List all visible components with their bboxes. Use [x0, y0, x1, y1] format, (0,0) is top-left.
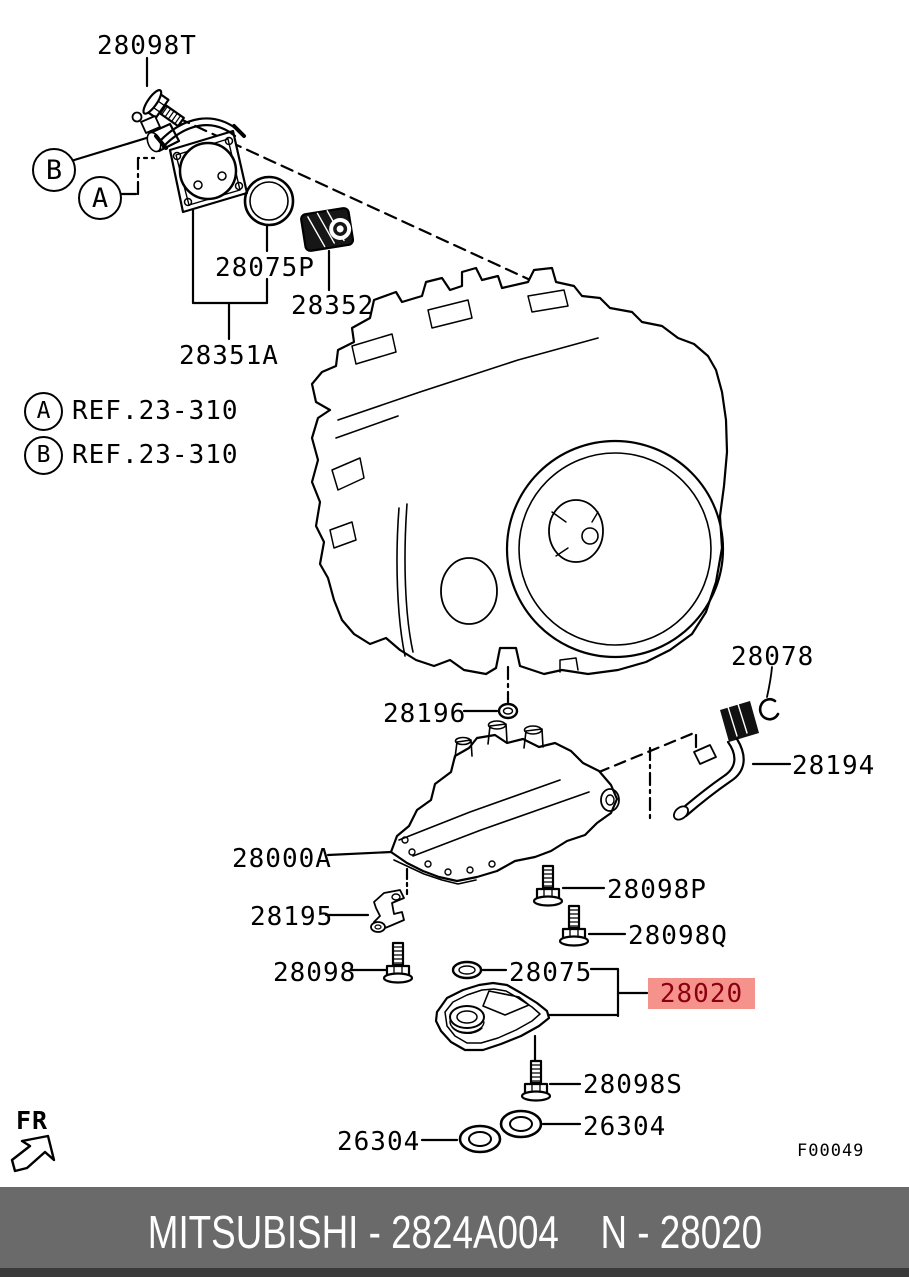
bolt-28098q-drawing [558, 904, 590, 947]
footer-banner-text: MITSUBISHI - 2824A004 N - 28020 [147, 1209, 761, 1255]
legend-text-a: REF.23-310 [72, 396, 239, 426]
part-label-28075: 28075 [509, 958, 593, 988]
fr-arrow-icon [10, 1134, 56, 1173]
oring-28196-drawing [497, 702, 519, 720]
part-label-28352: 28352 [291, 291, 375, 321]
o-ring-28075p-drawing [243, 175, 295, 227]
legend-text-b: REF.23-310 [72, 440, 239, 470]
footer-make-and-group: MITSUBISHI - 2824A004 [147, 1206, 559, 1258]
part-label-28075p: 28075P [215, 253, 315, 283]
footer-part-number: N - 28020 [600, 1206, 762, 1258]
bolt-28098s-drawing [520, 1059, 552, 1102]
valve-body-drawing [389, 720, 620, 885]
part-label-28000a: 28000A [232, 844, 332, 874]
strainer-28352-drawing [300, 207, 355, 252]
part-label-28196: 28196 [383, 699, 467, 729]
part-label-28194: 28194 [792, 751, 876, 781]
part-label-26304-left: 26304 [337, 1127, 421, 1157]
legend-marker-b: B [24, 436, 63, 475]
part-label-28195: 28195 [250, 902, 334, 932]
callout-marker-a: A [78, 176, 122, 220]
figure-code: F00049 [797, 1141, 865, 1161]
bracket-28195-drawing [370, 889, 405, 933]
bolt-28098-drawing [382, 941, 414, 984]
footer-banner: MITSUBISHI - 2824A004 N - 28020 [0, 1187, 909, 1277]
highlighted-part-label-28020: 28020 [648, 978, 755, 1009]
clip-28078-drawing [758, 697, 780, 721]
callout-marker-b: B [32, 148, 76, 192]
part-label-28098s: 28098S [583, 1070, 683, 1100]
part-label-28078: 28078 [731, 642, 815, 672]
highlighted-part-number: 28020 [659, 978, 744, 1009]
legend-marker-a: A [24, 392, 63, 431]
front-direction-label: FR [16, 1106, 49, 1135]
part-label-28098: 28098 [273, 958, 357, 988]
transmission-case-drawing [310, 266, 729, 676]
dipstick-tube-drawing [673, 701, 759, 821]
oil-filter-drawing [434, 981, 551, 1052]
part-label-28098t: 28098T [97, 31, 197, 61]
bolt-28098p-drawing [532, 864, 564, 907]
oring-28075-drawing [451, 960, 483, 980]
part-label-26304-right: 26304 [583, 1112, 667, 1142]
part-label-28351a: 28351A [179, 341, 279, 371]
washers-26304-drawing [458, 1109, 543, 1154]
part-label-28098q: 28098Q [628, 921, 728, 951]
solenoid-assembly-drawing [131, 111, 249, 214]
part-label-28098p: 28098P [607, 875, 707, 905]
